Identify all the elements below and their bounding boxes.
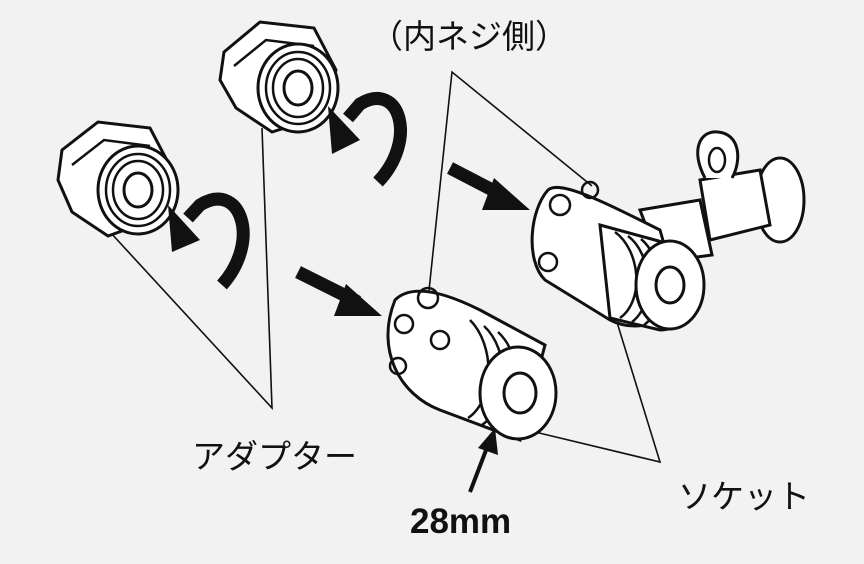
adapter-top: [218, 20, 340, 134]
insert-arrow-icon: [295, 266, 382, 316]
dimension-arrow-icon: [468, 428, 498, 493]
socket-loose: [386, 286, 558, 442]
faucet-with-socket: [530, 130, 806, 332]
adapter-label: アダプター: [192, 437, 357, 476]
rotate-arrow-left-icon: [168, 192, 250, 290]
socket-label: ソケット: [678, 477, 810, 516]
rotate-arrow-top-icon: [328, 92, 407, 187]
adapter-left: [56, 120, 180, 238]
attach-arrow-icon: [447, 162, 530, 210]
leader-lines: [109, 70, 662, 464]
size-label: 28mm: [410, 502, 512, 541]
inner-thread-side-label: （内ネジ側）: [370, 17, 568, 56]
